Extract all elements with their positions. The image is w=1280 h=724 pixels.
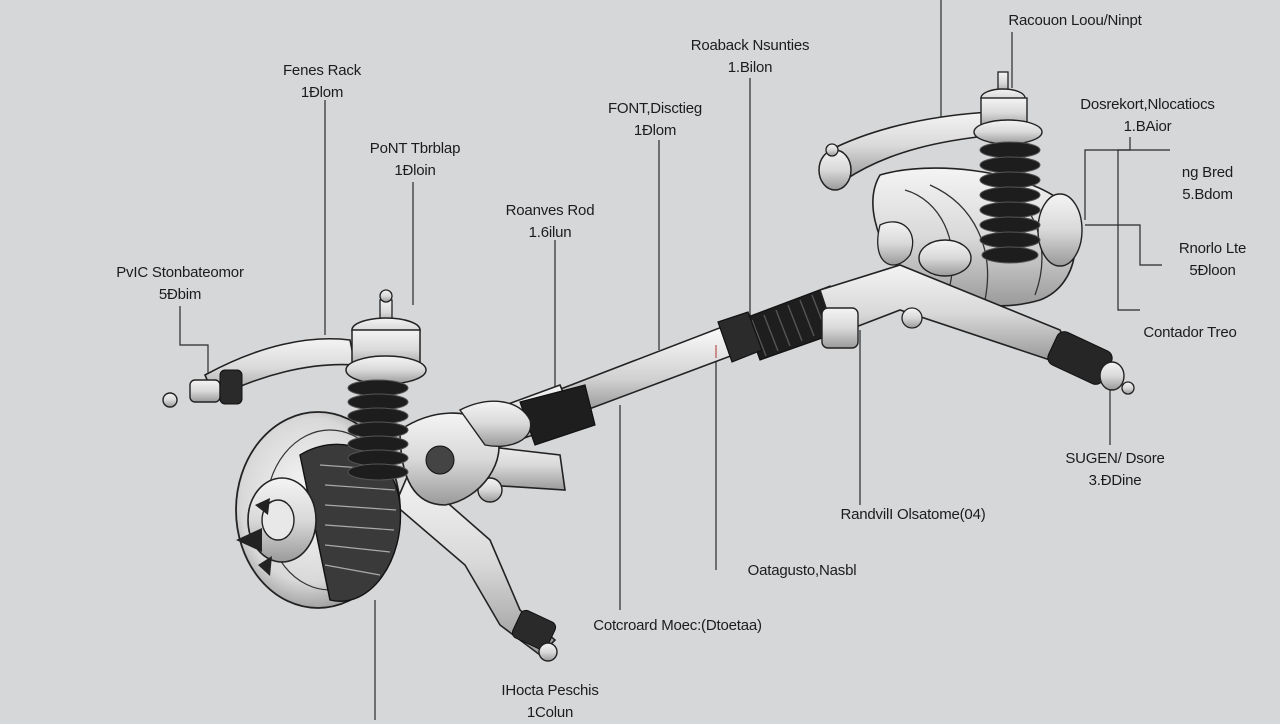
label-ng-bred-title: ng Bred bbox=[1181, 164, 1234, 181]
label-cotcroard-moec: Cotcroard Moec:(Dtoetaa) bbox=[575, 615, 780, 637]
label-dosrekort-nlocatiocs: Dosrekort,Nlocatiocs 1.BAior bbox=[1055, 94, 1240, 138]
label-randvill-olsatome-title: RandvilI Olsatome(04) bbox=[840, 506, 986, 523]
label-sugen-dsore: SUGEN/ Dsore 3.ĐDine bbox=[1050, 448, 1180, 492]
label-roaback-nsunties-value: 1.Bilon bbox=[727, 59, 773, 76]
label-fenes-rack: Fenes Rack 1Đlom bbox=[262, 60, 382, 104]
label-font-disctieg-title: FONT,Disctieg bbox=[607, 100, 703, 117]
left-upper-arm bbox=[162, 337, 356, 408]
label-roanves-rod: Roanves Rod 1.6ilun bbox=[490, 200, 610, 244]
label-pvic-stonbateomor: PvIC Stonbateomor 5Đbim bbox=[90, 262, 270, 306]
label-pont-tbrblap: PoNT Tbrblap 1Đloin bbox=[355, 138, 475, 182]
label-cotcroard-moec-title: Cotcroard Moec:(Dtoetaa) bbox=[593, 617, 762, 634]
label-roaback-nsunties-title: Roaback Nsunties bbox=[690, 37, 810, 54]
label-ng-bred: ng Bred 5.Bdom bbox=[1160, 162, 1255, 206]
label-sugen-dsore-title: SUGEN/ Dsore bbox=[1065, 450, 1165, 467]
label-contador-treo: Contador Treo bbox=[1130, 322, 1250, 344]
label-roaback-nsunties: Roaback Nsunties 1.Bilon bbox=[665, 35, 835, 79]
label-racouon-loou-title: Racouon Loou/Ninpt bbox=[1008, 12, 1142, 29]
right-strut bbox=[973, 71, 1043, 264]
label-pont-tbrblap-title: PoNT Tbrblap bbox=[369, 140, 461, 157]
label-pvic-stonbateomor-title: PvIC Stonbateomor bbox=[116, 264, 244, 281]
label-pvic-stonbateomor-value: 5Đbim bbox=[158, 286, 202, 303]
label-oatagusto-nasbl: Oatagusto,Nasbl bbox=[722, 560, 882, 582]
label-ihocta-peschis-title: IHocta Peschis bbox=[501, 682, 599, 699]
label-fenes-rack-title: Fenes Rack bbox=[282, 62, 362, 79]
label-racouon-loou: Racouon Loou/Ninpt bbox=[965, 10, 1185, 32]
label-ihocta-peschis: IHocta Peschis 1Colun bbox=[480, 680, 620, 724]
label-dosrekort-nlocatiocs-value: 1.BAior bbox=[1123, 118, 1172, 135]
label-font-disctieg: FONT,Disctieg 1Đlom bbox=[595, 98, 715, 142]
label-ihocta-peschis-value: 1Colun bbox=[526, 704, 574, 721]
left-knuckle bbox=[399, 400, 532, 506]
label-rnorlo-lte-title: Rnorlo Lte bbox=[1178, 240, 1247, 257]
label-dosrekort-nlocatiocs-title: Dosrekort,Nlocatiocs bbox=[1080, 96, 1215, 113]
right-upper-arm bbox=[818, 111, 996, 191]
label-roanves-rod-title: Roanves Rod bbox=[505, 202, 595, 219]
label-rnorlo-lte-value: 5Đloon bbox=[1189, 262, 1236, 279]
right-knuckle bbox=[872, 167, 1083, 307]
label-randvill-olsatome: RandvilI Olsatome(04) bbox=[808, 504, 1018, 526]
label-rnorlo-lte: Rnorlo Lte 5Đloon bbox=[1165, 238, 1260, 282]
label-font-disctieg-value: 1Đlom bbox=[633, 122, 677, 139]
left-strut bbox=[345, 289, 427, 481]
label-pont-tbrblap-value: 1Đloin bbox=[394, 162, 436, 179]
leader-lines bbox=[179, 0, 1170, 720]
label-sugen-dsore-value: 3.ĐDine bbox=[1088, 472, 1142, 489]
right-lower-arm bbox=[818, 264, 1135, 395]
label-ng-bred-value: 5.Bdom bbox=[1182, 186, 1233, 203]
label-roanves-rod-value: 1.6ilun bbox=[528, 224, 572, 241]
label-oatagusto-nasbl-title: Oatagusto,Nasbl bbox=[747, 562, 857, 579]
label-fenes-rack-value: 1Đlom bbox=[300, 84, 344, 101]
label-contador-treo-title: Contador Treo bbox=[1143, 324, 1237, 341]
